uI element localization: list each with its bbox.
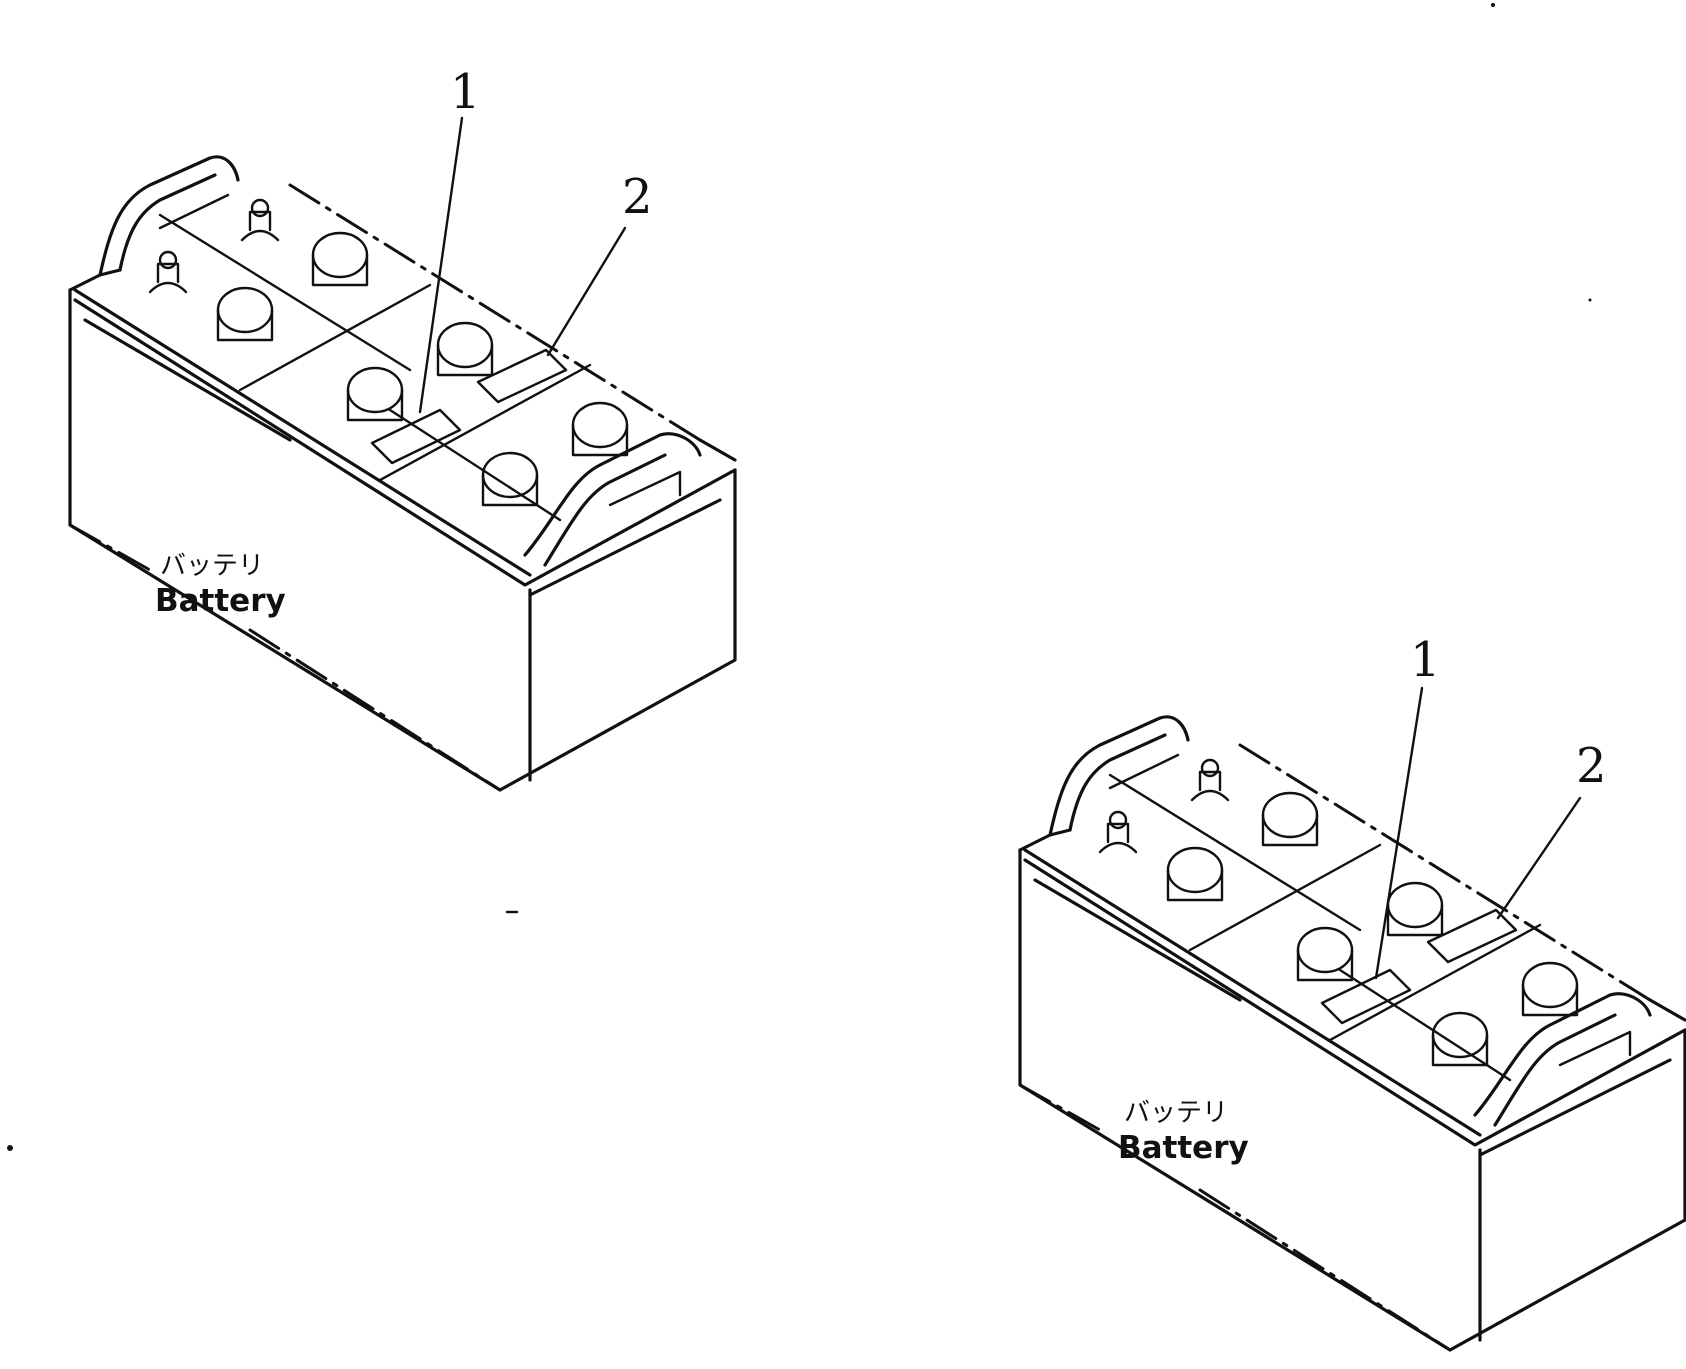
battery-label-english: Battery [1118,1130,1249,1166]
leader-line-2 [1496,796,1582,920]
leader-line-1 [1374,686,1424,980]
callout-number-1: 1 [1410,632,1441,688]
battery-label-japanese: バッテリ [1124,1098,1228,1128]
leader-line-1 [418,116,464,414]
callout-number-2: 2 [1576,738,1607,794]
leader-line-2 [546,226,627,357]
callout-number-1: 1 [450,64,481,120]
battery-label-japanese: バッテリ [160,551,264,581]
battery-diagram-lower: 1 2 バッテリ Battery [1018,632,1686,1352]
callout-number-2: 2 [622,169,653,225]
battery-diagram-upper: 1 2 バッテリ Battery [68,64,737,792]
scan-specks [7,3,1592,1151]
battery-drawing [1018,715,1686,1352]
battery-label-english: Battery [155,583,286,619]
battery-drawing [68,155,737,792]
